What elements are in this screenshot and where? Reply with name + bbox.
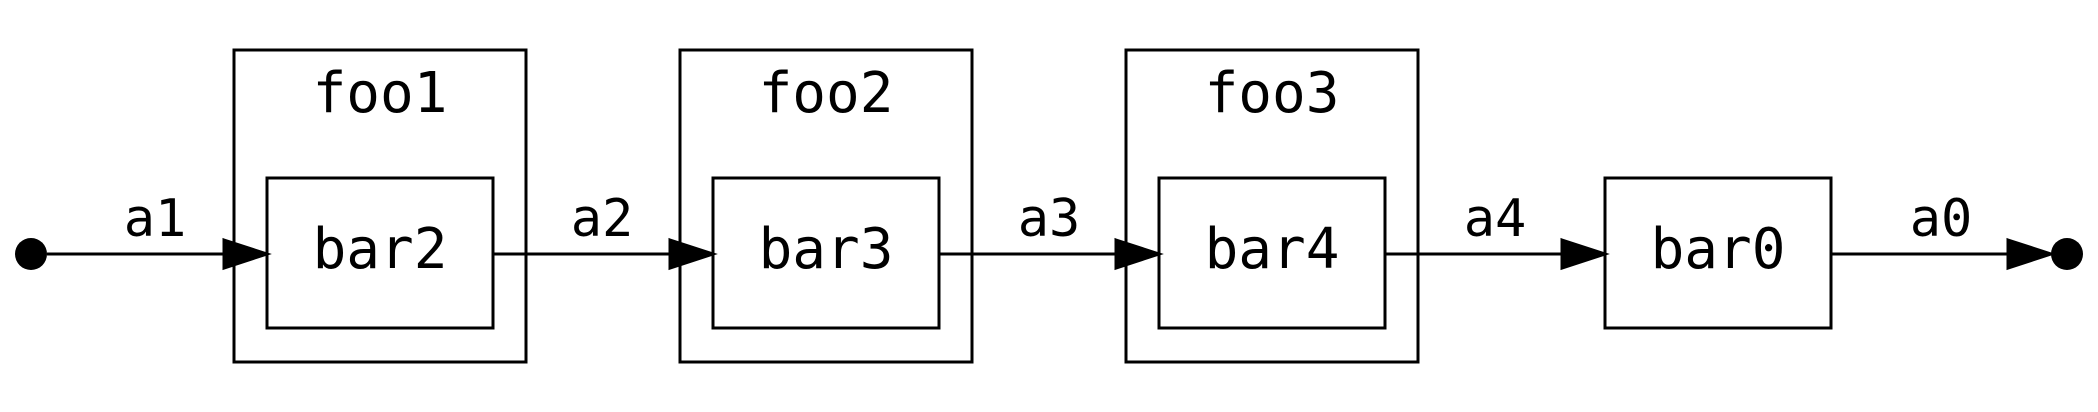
node-bar2: bar2 [265,176,495,330]
edge-a2: a2 [493,189,718,271]
edge-a0-label: a0 [1910,189,1973,249]
cluster-foo3-label: foo3 [1205,61,1340,126]
edge-a4-arrowhead [1560,237,1610,271]
node-bar2-label: bar2 [313,217,448,282]
node-bar4: bar4 [1157,176,1387,330]
node-bar3-label: bar3 [759,217,894,282]
edge-a2-label: a2 [571,189,634,249]
edge-a0: a0 [1831,189,2056,271]
edge-a4-label: a4 [1464,189,1527,249]
end-point [2051,238,2083,270]
edge-a1-label: a1 [124,189,187,249]
edge-a1: a1 [47,189,272,271]
edge-a1-arrowhead [222,237,272,271]
cluster-foo1: foo1 [232,48,528,364]
edge-a3-arrowhead [1114,237,1164,271]
cluster-foo1-border [232,48,528,364]
edge-a3-label: a3 [1018,189,1081,249]
start-point [15,238,47,270]
cluster-foo2-border [678,48,974,364]
edge-a0-arrowhead [2006,237,2056,271]
cluster-foo3: foo3 [1124,48,1420,364]
node-bar0: bar0 [1603,176,1833,330]
cluster-foo3-border [1124,48,1420,364]
cluster-foo1-label: foo1 [313,61,448,126]
edge-a4: a4 [1385,189,1610,271]
cluster-foo2-label: foo2 [759,61,894,126]
node-bar4-label: bar4 [1205,217,1340,282]
node-bar0-label: bar0 [1651,217,1786,282]
edge-a2-arrowhead [668,237,718,271]
cluster-foo2: foo2 [678,48,974,364]
edge-a3: a3 [939,189,1164,271]
node-bar3: bar3 [711,176,941,330]
